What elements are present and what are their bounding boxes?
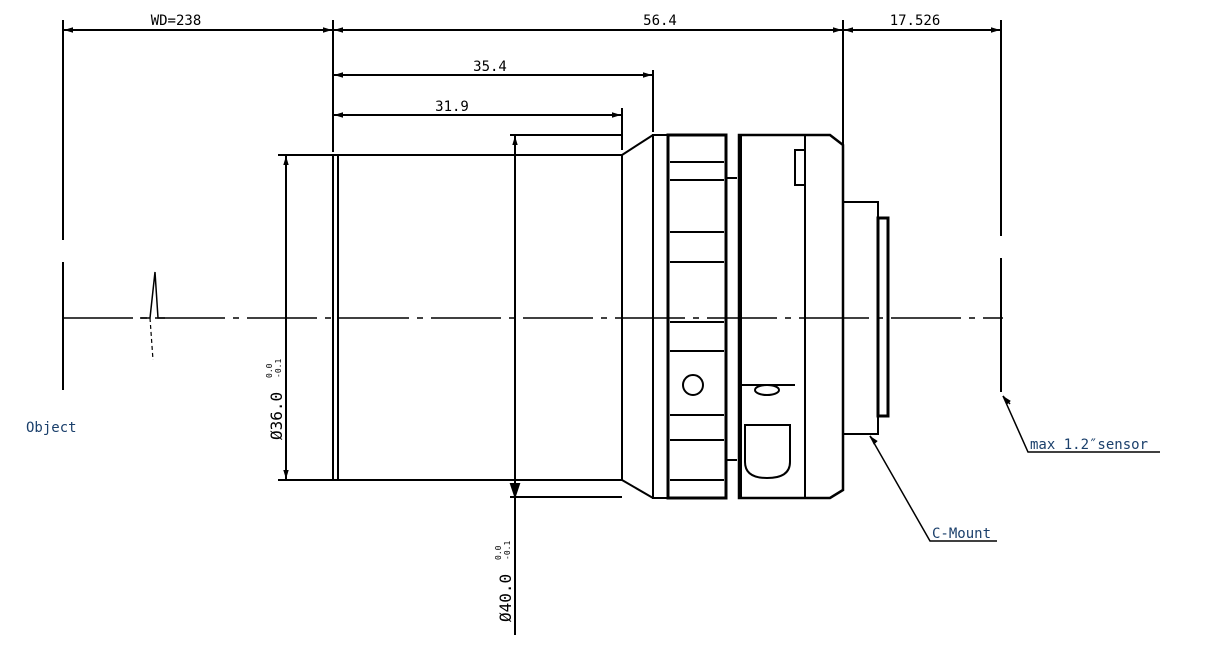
lens-barrel bbox=[332, 134, 654, 499]
length-35-label: 35.4 bbox=[473, 59, 507, 75]
diameter-36-tol-upper: 0.0 bbox=[265, 363, 274, 378]
total-length-label: 56.4 bbox=[643, 13, 677, 29]
object-label: Object bbox=[26, 420, 77, 436]
diameter-36-tol-lower: -0.1 bbox=[274, 359, 283, 378]
diameter-36-label: Ø36.0 bbox=[267, 392, 286, 440]
locking-screw-icon bbox=[682, 374, 704, 396]
diameter-40-tol-upper: 0.0 bbox=[494, 545, 503, 560]
sensor-label: max 1.2″sensor bbox=[1030, 437, 1148, 453]
diameter-40-tol-lower: -0.1 bbox=[503, 541, 512, 560]
c-mount-thread bbox=[842, 201, 890, 435]
back-focal-label: 17.526 bbox=[890, 13, 941, 29]
focus-ring bbox=[652, 133, 737, 500]
length-31-label: 31.9 bbox=[435, 99, 469, 115]
iris-housing bbox=[737, 133, 845, 500]
diameter-40-label: Ø40.0 bbox=[496, 574, 515, 622]
break-symbol bbox=[140, 271, 165, 319]
c-mount-label: C-Mount bbox=[932, 526, 991, 542]
wd-label: WD=238 bbox=[151, 13, 202, 29]
